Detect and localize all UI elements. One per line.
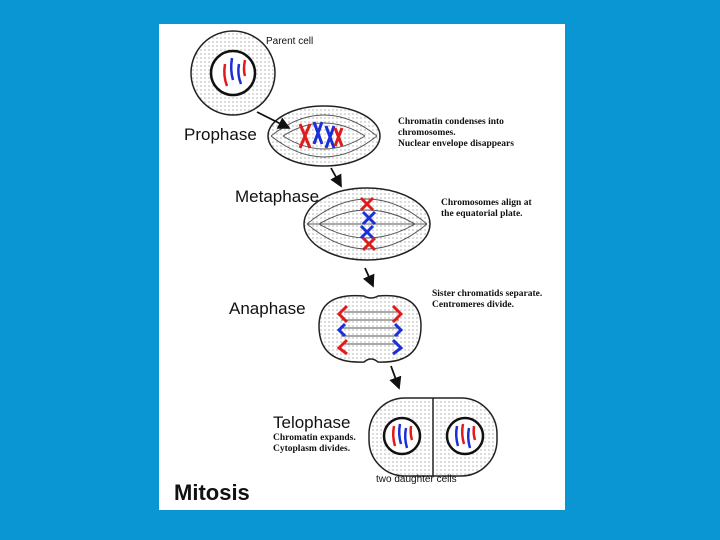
anaphase-note: Sister chromatids separate. Centromeres …	[432, 289, 542, 311]
prophase-note-line-3: Nuclear envelope disappears	[398, 139, 514, 149]
daughter-cells-label: two daughter cells	[376, 474, 457, 485]
parent-cell	[190, 30, 276, 116]
parent-nucleus	[209, 49, 257, 97]
prophase-note-line-2: chromosomes.	[398, 128, 456, 138]
metaphase-cell	[303, 187, 431, 261]
telophase-label: Telophase	[273, 413, 351, 432]
metaphase-note: Chromosomes align at the equatorial plat…	[441, 198, 532, 220]
prophase-label: Prophase	[184, 125, 257, 144]
anaphase-label: Anaphase	[229, 299, 306, 318]
telophase-note-line-2: Cytoplasm divides.	[273, 444, 351, 454]
daughter-nucleus-right	[445, 416, 485, 456]
prophase-note: Chromatin condenses into chromosomes. Nu…	[398, 117, 514, 150]
telophase-cells	[368, 397, 498, 477]
anaphase-cell	[318, 294, 422, 363]
mitosis-diagram	[190, 30, 498, 477]
arrow-anaphase-to-telophase	[389, 365, 402, 390]
anaphase-note-line-1: Sister chromatids separate.	[432, 289, 543, 299]
prophase-cell	[267, 105, 381, 167]
metaphase-note-line-2: the equatorial plate.	[441, 209, 523, 219]
arrow-metaphase-to-anaphase	[362, 267, 375, 288]
telophase-note: Chromatin expands. Cytoplasm divides.	[273, 433, 356, 455]
diagram-panel: Parent cell Prophase Metaphase Anaphase …	[159, 24, 565, 510]
parent-cell-label: Parent cell	[266, 36, 314, 47]
telophase-note-line-1: Chromatin expands.	[273, 433, 356, 443]
arrow-parent-to-prophase	[256, 111, 291, 129]
arrow-prophase-to-metaphase	[330, 167, 342, 188]
prophase-note-line-1: Chromatin condenses into	[398, 117, 504, 127]
metaphase-label: Metaphase	[235, 187, 320, 206]
anaphase-note-line-2: Centromeres divide.	[432, 300, 514, 310]
diagram-title: Mitosis	[174, 480, 250, 505]
metaphase-note-line-1: Chromosomes align at	[441, 198, 532, 208]
daughter-nucleus-left	[382, 416, 422, 456]
